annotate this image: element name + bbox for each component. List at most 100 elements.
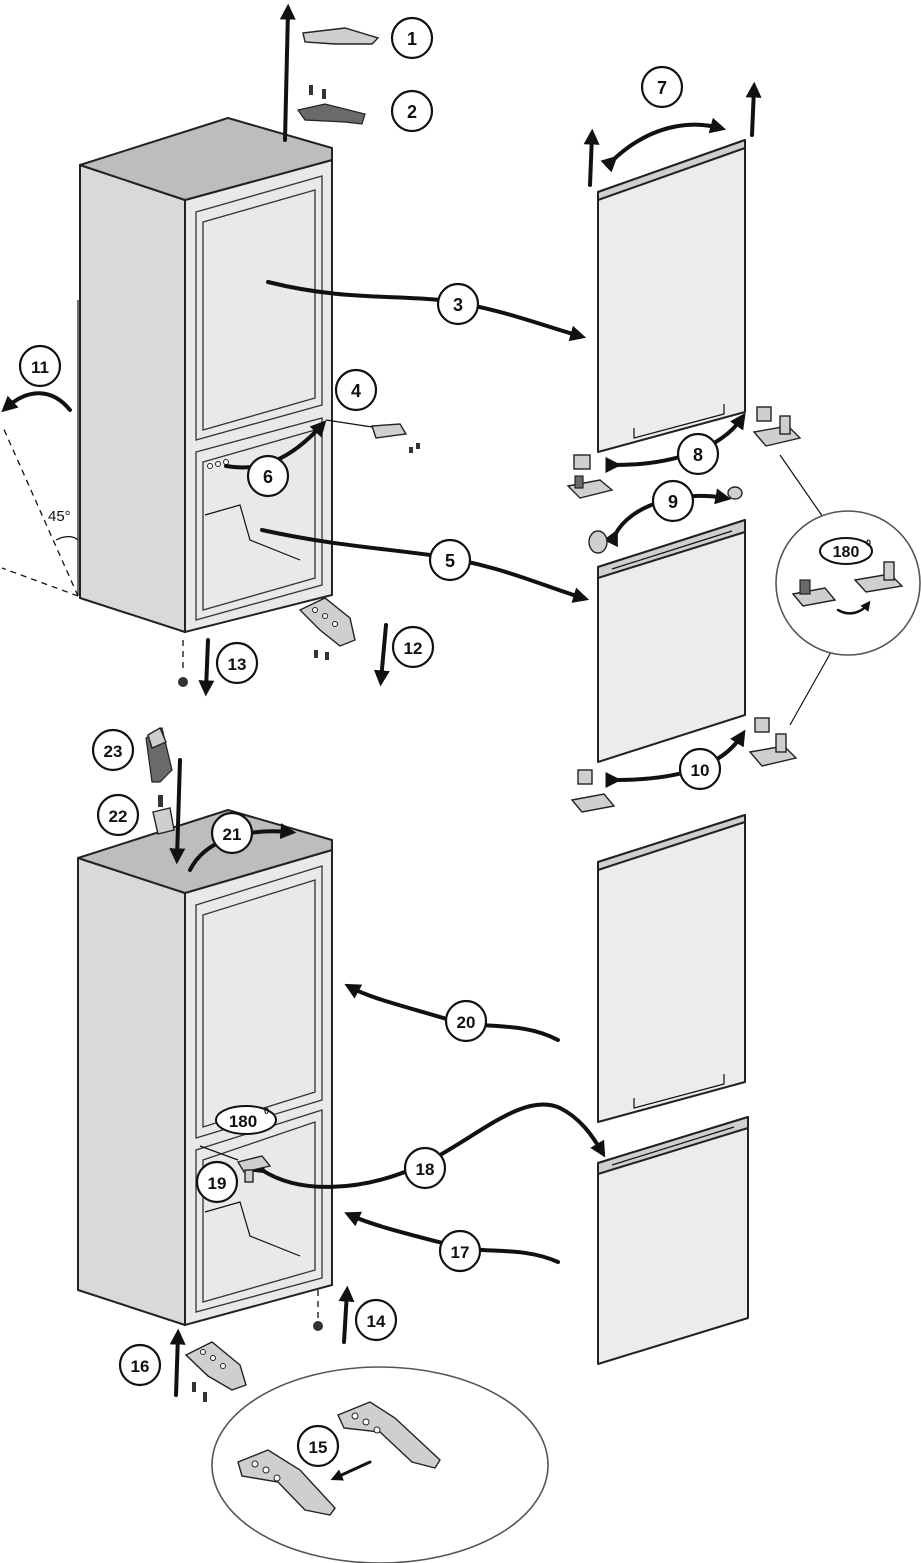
callout-4: 4 xyxy=(334,368,378,412)
door-stop-right-8 xyxy=(752,406,802,447)
tilt-angle-label: 45° xyxy=(48,508,71,525)
fridge-bottom-upper-liner xyxy=(202,879,316,1128)
rotate-label-middle: 180 xyxy=(229,1112,257,1131)
door-pin-ring xyxy=(727,486,743,500)
svg-text:7: 7 xyxy=(657,78,667,98)
rotate-badge-detail xyxy=(819,537,873,565)
rotate-degree-middle: 0 xyxy=(264,1106,269,1116)
tilt-dashed-line-a xyxy=(1,424,79,597)
door-stop-left-8 xyxy=(566,454,614,499)
hinge-rotate-detail xyxy=(775,510,921,656)
hinge-screw-22 xyxy=(158,795,163,807)
callout-22: 22 xyxy=(96,793,140,837)
top-hinge-cover-part xyxy=(302,27,380,45)
up-arrow-14 xyxy=(338,1285,355,1344)
svg-text:12: 12 xyxy=(404,639,423,658)
callout-7: 7 xyxy=(640,65,684,109)
top-hinge-plate-part xyxy=(296,85,366,125)
callout-12: 12 xyxy=(391,625,435,669)
callout-21: 21 xyxy=(210,811,254,855)
fridge-bottom-drawer-outline xyxy=(204,1201,301,1257)
svg-text:21: 21 xyxy=(223,825,242,844)
door-pin-cap xyxy=(588,530,608,554)
svg-text:17: 17 xyxy=(451,1243,470,1262)
callout-1: 1 xyxy=(390,16,434,60)
svg-text:13: 13 xyxy=(228,655,247,674)
hinge-detail-parts xyxy=(791,561,904,615)
bottom-hinge-detail xyxy=(211,1366,549,1563)
rotate-degree-detail: 0 xyxy=(866,538,871,548)
lift-arrow-7a xyxy=(583,128,600,187)
lift-arrow-7b xyxy=(745,81,762,137)
callout-20: 20 xyxy=(444,999,488,1043)
rotate-badge-middle xyxy=(215,1105,277,1135)
callout-10: 10 xyxy=(678,747,722,791)
svg-text:20: 20 xyxy=(457,1013,476,1032)
fridge-bottom-upper-compartment xyxy=(195,865,323,1139)
swap-arrow-7 xyxy=(600,117,727,173)
callout-17: 17 xyxy=(438,1229,482,1273)
upper-door-reinstalled xyxy=(597,814,746,1123)
fridge-bottom-unit xyxy=(77,809,333,1327)
lens-connector-a xyxy=(779,454,826,521)
fridge-bottom-front-opening xyxy=(184,848,333,1327)
svg-text:6: 6 xyxy=(263,467,273,487)
callout-6: 6 xyxy=(246,454,290,498)
adjustable-foot-bottom xyxy=(313,1321,323,1331)
fridge-top-upper-compartment xyxy=(195,175,323,441)
lower-door-removed xyxy=(597,519,746,763)
callout-13: 13 xyxy=(215,641,259,685)
svg-text:8: 8 xyxy=(693,445,703,465)
rotate-label-detail: 180 xyxy=(833,544,860,561)
down-arrow-12 xyxy=(373,623,390,687)
tilt-dashed-line-b xyxy=(1,567,79,597)
callout-15: 15 xyxy=(296,1424,340,1468)
lower-door-reinstalled xyxy=(597,1116,749,1365)
callout-3: 3 xyxy=(436,282,480,326)
svg-text:16: 16 xyxy=(131,1357,150,1376)
svg-text:19: 19 xyxy=(208,1174,227,1193)
fridge-top-lower-compartment xyxy=(195,417,323,621)
lens-connector-b xyxy=(789,644,836,726)
callout-23: 23 xyxy=(91,728,135,772)
fridge-bottom-side-panel xyxy=(77,857,186,1326)
callout-18: 18 xyxy=(403,1146,447,1190)
svg-text:2: 2 xyxy=(407,102,417,122)
svg-text:11: 11 xyxy=(31,358,49,377)
callout-11: 11 xyxy=(18,344,62,388)
svg-text:9: 9 xyxy=(668,492,678,512)
door-stop-right-10 xyxy=(748,717,798,767)
svg-text:18: 18 xyxy=(416,1160,435,1179)
lift-arrow-top xyxy=(279,3,296,142)
callout-5: 5 xyxy=(428,538,472,582)
move-arrow-18 xyxy=(249,1102,606,1189)
svg-text:3: 3 xyxy=(453,295,463,315)
fridge-top-drawer-outline xyxy=(204,504,301,561)
tilt-angle-arc xyxy=(55,536,79,541)
svg-text:14: 14 xyxy=(367,1312,386,1331)
fridge-top-lid xyxy=(79,117,333,201)
door-stop-left-10 xyxy=(570,769,616,813)
bottom-hinge-part-bottom xyxy=(184,1341,247,1402)
fridge-top-upper-liner xyxy=(202,189,316,431)
svg-text:23: 23 xyxy=(104,742,123,761)
svg-text:1: 1 xyxy=(407,29,417,49)
tilt-arrow-11 xyxy=(1,391,72,413)
bottom-hinge-detail-parts xyxy=(237,1401,441,1516)
adjustable-foot-top xyxy=(178,677,188,687)
hinge-cap-tool xyxy=(145,726,173,783)
callout-9: 9 xyxy=(651,479,695,523)
svg-text:15: 15 xyxy=(309,1438,328,1457)
bottom-hinge-part-top xyxy=(298,597,356,660)
callout-14: 14 xyxy=(354,1298,398,1342)
callout-2: 2 xyxy=(390,89,434,133)
upper-door-removed xyxy=(597,139,746,453)
hinge-bushing-22 xyxy=(152,807,175,835)
down-arrow-23 xyxy=(169,758,186,865)
fridge-top-front-opening xyxy=(184,158,333,634)
callout-19: 19 xyxy=(195,1160,239,1204)
svg-text:10: 10 xyxy=(691,761,710,780)
fridge-top-lower-liner xyxy=(202,429,316,611)
up-arrow-16 xyxy=(169,1328,186,1397)
